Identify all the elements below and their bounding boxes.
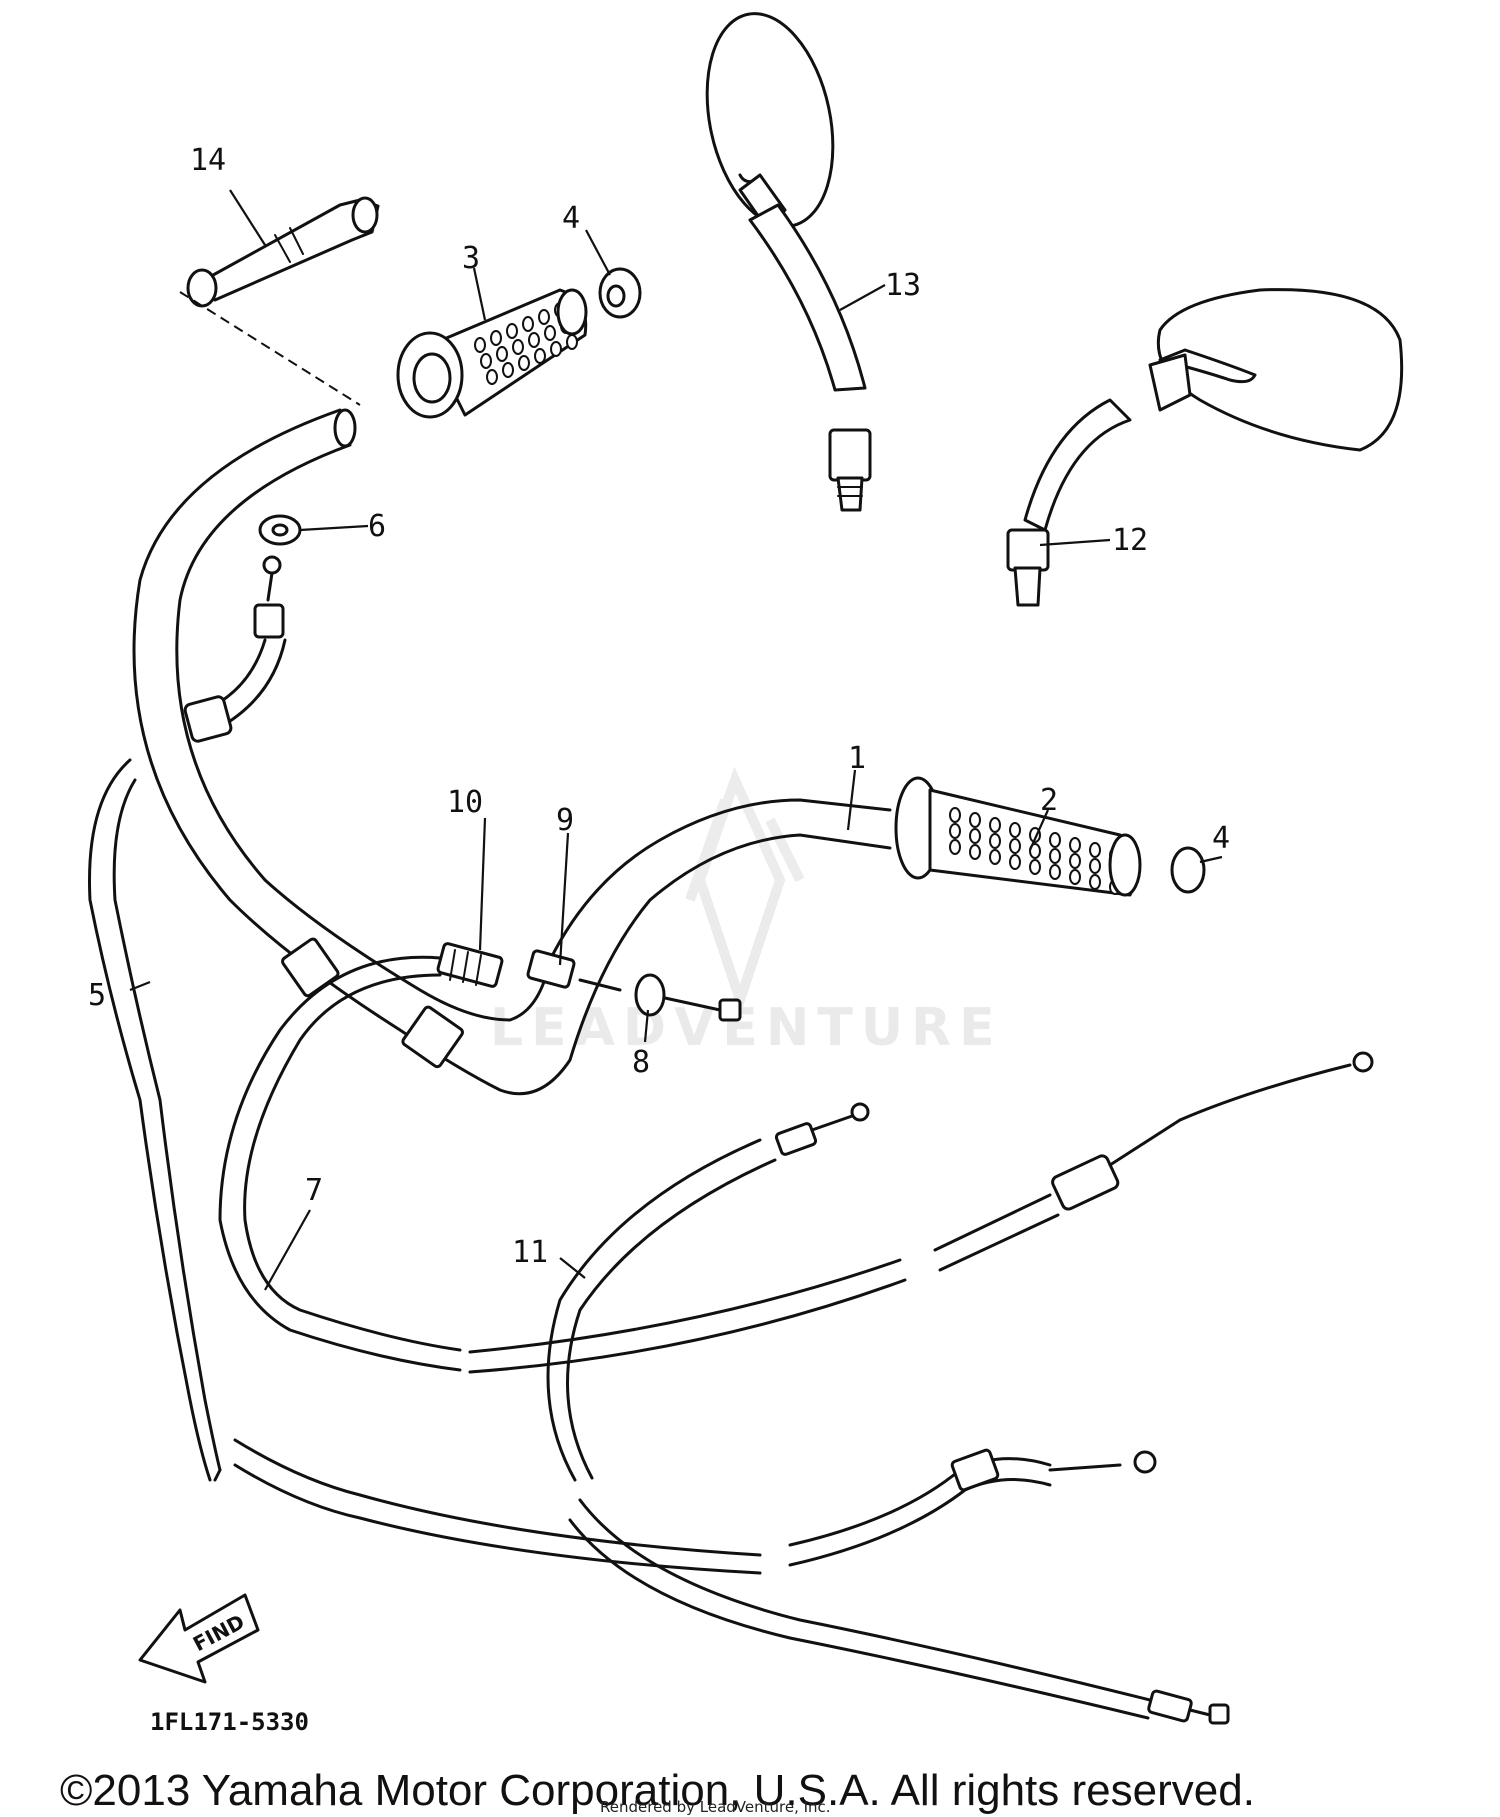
grip-texture bbox=[534, 348, 546, 364]
callout-14: 14 bbox=[190, 143, 226, 178]
grip-texture bbox=[1069, 837, 1081, 853]
part-14-end-weight bbox=[186, 196, 380, 308]
callout-4-lower: 4 bbox=[1212, 821, 1230, 856]
part-5-hose bbox=[88, 758, 222, 1482]
grip-texture bbox=[496, 346, 508, 362]
grip-texture bbox=[1049, 832, 1061, 848]
grip-texture bbox=[1009, 838, 1021, 854]
grip-texture bbox=[538, 309, 550, 325]
grip-texture bbox=[969, 812, 981, 828]
grip-texture bbox=[1029, 843, 1041, 859]
grip-texture bbox=[989, 833, 1001, 849]
grip-texture bbox=[566, 334, 578, 350]
part-4-cap-upper bbox=[598, 267, 642, 319]
grip-texture bbox=[1089, 842, 1101, 858]
part-6-clamp bbox=[258, 514, 302, 546]
grip-texture bbox=[989, 817, 1001, 833]
clutch-adjuster-assembly bbox=[436, 942, 742, 1022]
callout-11: 11 bbox=[512, 1235, 548, 1270]
find-arrow-icon: FIND bbox=[138, 1593, 260, 1684]
callout-2: 2 bbox=[1040, 783, 1058, 818]
grip-texture bbox=[1049, 848, 1061, 864]
grip-texture bbox=[949, 807, 961, 823]
callout-5: 5 bbox=[88, 978, 106, 1013]
leader-lines bbox=[129, 189, 1223, 1291]
grip-texture bbox=[949, 823, 961, 839]
grip-texture bbox=[969, 844, 981, 860]
part-1-handlebar bbox=[132, 408, 892, 1096]
callout-3: 3 bbox=[462, 241, 480, 276]
grip-texture bbox=[486, 369, 498, 385]
part-3-left-grip bbox=[396, 288, 588, 419]
part-14-alignment-line bbox=[179, 291, 361, 406]
grip-texture bbox=[1069, 869, 1081, 885]
callout-4-upper: 4 bbox=[562, 201, 580, 236]
part-11-throttle-cables bbox=[233, 1102, 1230, 1725]
rendered-by-note: Rendered by LeadVenture, Inc. bbox=[600, 1798, 831, 1816]
callout-9: 9 bbox=[556, 803, 574, 838]
grip-texture bbox=[518, 355, 530, 371]
callout-10: 10 bbox=[447, 785, 483, 820]
copyright-notice: ©2013 Yamaha Motor Corporation, U.S.A. A… bbox=[60, 1766, 1255, 1815]
grip-texture bbox=[544, 325, 556, 341]
grip-texture bbox=[506, 323, 518, 339]
grip-texture bbox=[989, 849, 1001, 865]
part-code: 1FL171-5330 bbox=[150, 1708, 309, 1736]
grip-texture bbox=[1009, 822, 1021, 838]
grip-texture bbox=[528, 332, 540, 348]
grip-texture bbox=[502, 362, 514, 378]
grip-texture bbox=[522, 316, 534, 332]
watermark-logo-icon bbox=[685, 766, 805, 1016]
grip-texture bbox=[1029, 859, 1041, 875]
callout-12: 12 bbox=[1112, 523, 1148, 558]
grip-texture bbox=[1049, 864, 1061, 880]
grip-texture bbox=[949, 839, 961, 855]
callout-13: 13 bbox=[885, 268, 921, 303]
throttle-cable-end-left bbox=[183, 555, 287, 743]
grip-texture bbox=[969, 828, 981, 844]
grip-texture bbox=[512, 339, 524, 355]
grip-texture bbox=[1069, 853, 1081, 869]
grip-texture bbox=[1009, 854, 1021, 870]
grip-texture bbox=[1089, 874, 1101, 890]
callouts: 1 2 3 4 4 5 6 7 8 9 10 11 12 13 14 bbox=[88, 143, 1230, 1270]
callout-6: 6 bbox=[368, 509, 386, 544]
grip-texture bbox=[490, 330, 502, 346]
grip-texture bbox=[1089, 858, 1101, 874]
part-12-right-mirror bbox=[1006, 288, 1404, 607]
callout-8: 8 bbox=[632, 1045, 650, 1080]
part-4-cap-lower bbox=[1170, 846, 1206, 894]
watermark-text: LEADVENTURE bbox=[490, 998, 1003, 1058]
grip-texture bbox=[480, 353, 492, 369]
part-7-clutch-cable bbox=[218, 955, 1374, 1374]
callout-1: 1 bbox=[848, 741, 866, 776]
callout-7: 7 bbox=[305, 1173, 323, 1208]
part-13-left-mirror bbox=[705, 12, 872, 512]
grip-texture bbox=[550, 341, 562, 357]
part-2-right-grip bbox=[894, 776, 1142, 897]
grip-texture bbox=[474, 337, 486, 353]
